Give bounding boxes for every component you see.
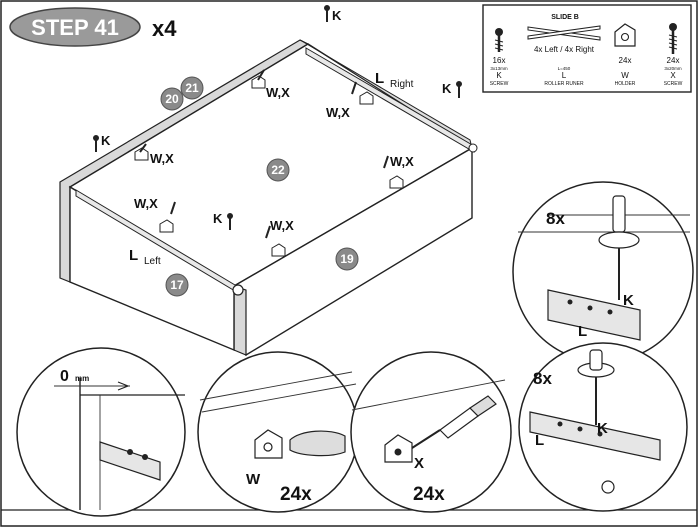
legend-x-name: SCREW [664,81,683,87]
screw-icon [139,143,147,153]
screw-icon [265,225,271,239]
legend-l-name: ROLLER RUNER [544,81,584,87]
part-badge-17: 17 [165,273,189,297]
detail-top-l: L [578,323,587,340]
gap-value: 0 [60,368,69,385]
legend-x-qty: 24x [667,56,680,65]
detail-screw [350,351,512,513]
detail-top-count: 8x [546,209,565,228]
label-wx-4: W,X [390,154,414,169]
detail-zero-gap [16,347,186,517]
screw-icon [257,69,265,81]
step-multiplier: x4 [152,16,177,41]
label-wx-6: W,X [270,218,294,233]
screw-icon [93,135,99,152]
label-wx-2: W,X [326,105,350,120]
label-k-left: K [101,133,111,148]
legend-k-size: 3x13mm [490,66,508,71]
label-l-right-sub: Right [390,79,414,90]
svg-text:17: 17 [170,278,184,292]
screw-icon [494,28,504,52]
part-badge-20: 20 [160,87,184,111]
screw-icon [170,201,176,215]
legend-x-letter: X [670,71,676,80]
legend-title: SLIDE B [551,14,579,21]
screw-letter: X [414,455,424,472]
legend-l-qty: 4x Left / 4x Right [534,45,595,54]
legend-w-letter: W [621,71,629,80]
label-k-top: K [332,8,342,23]
legend-k-letter: K [496,71,502,80]
legend-l-letter: L [562,71,567,80]
detail-bottom-count: 8x [533,369,552,388]
screw-icon [227,213,233,230]
screw-icon [351,81,357,95]
parts-legend: SLIDE B 16x 3x13mm K SCREW 4x Left / 4x … [482,4,692,93]
holder-letter: W [246,471,261,488]
detail-bottom-k: K [597,420,608,437]
label-l-left-sub: Left [144,256,161,267]
gap-unit: mm [75,374,89,383]
detail-top-k: K [623,292,634,309]
legend-w-name: HOLDER [615,81,636,87]
holder-icon [614,23,636,47]
holder-count: 24x [280,484,312,505]
screw-icon [383,155,389,169]
svg-text:21: 21 [185,81,199,95]
label-l-left: L [129,247,138,264]
detail-holder [197,351,359,513]
part-badge-19: 19 [335,247,359,271]
label-wx-1: W,X [266,85,290,100]
label-wx-3: W,X [150,151,174,166]
detail-rail-screw-bottom [518,342,688,512]
label-wx-5: W,X [134,196,158,211]
slide-rail-icon [527,25,601,41]
legend-l-size: L=450 [558,66,571,71]
part-badge-21: 21 [180,76,204,100]
legend-k-name: SCREW [490,81,509,87]
legend-w-qty: 24x [619,56,632,65]
screw-icon [324,5,330,22]
screw-icon [456,81,462,98]
label-k-front: K [213,211,223,226]
step-badge: STEP 41 [9,7,141,47]
svg-text:22: 22 [271,163,285,177]
svg-text:20: 20 [165,92,179,106]
screw-count: 24x [413,484,445,505]
step-label: STEP 41 [31,15,119,40]
screw-icon [668,23,678,54]
legend-x-size: 3x20mm [664,66,682,71]
label-l-right: L [375,70,384,87]
legend-k-qty: 16x [493,56,506,65]
label-k-right: K [442,81,452,96]
detail-rail-screw-top [512,181,694,363]
detail-bottom-l: L [535,432,544,449]
svg-text:19: 19 [340,252,354,266]
part-badge-22: 22 [266,158,290,182]
